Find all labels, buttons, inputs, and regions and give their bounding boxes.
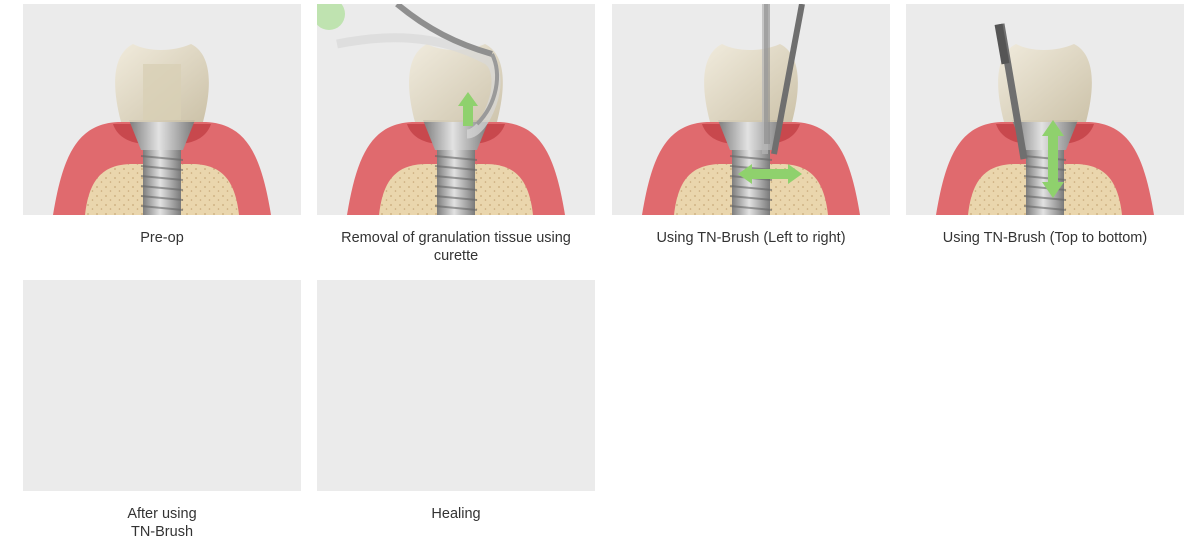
- curette-removal-illustration: [317, 4, 595, 215]
- step-card-pre-op: Pre-op: [23, 4, 301, 247]
- step-caption: Removal of granulation tissue using cure…: [317, 229, 595, 265]
- pre-op-illustration: [23, 4, 301, 215]
- step-card-brush-horizontal: Using TN-Brush (Left to right): [612, 4, 890, 247]
- step-caption: Using TN-Brush (Left to right): [612, 229, 890, 247]
- step-caption: After using TN-Brush: [23, 505, 301, 541]
- step-card-brush-vertical: Using TN-Brush (Top to bottom): [906, 4, 1184, 247]
- brush-vertical-illustration: [906, 4, 1184, 215]
- step-card-after-brush: After using TN-Brush: [23, 280, 301, 541]
- step-caption: Pre-op: [23, 229, 301, 247]
- step-caption: Healing: [317, 505, 595, 523]
- after-brush-image-placeholder: [23, 280, 301, 491]
- healing-image-placeholder: [317, 280, 595, 491]
- step-card-healing: Healing: [317, 280, 595, 523]
- step-card-curette: Removal of granulation tissue using cure…: [317, 4, 595, 265]
- brush-horizontal-illustration: [612, 4, 890, 215]
- step-caption: Using TN-Brush (Top to bottom): [906, 229, 1184, 247]
